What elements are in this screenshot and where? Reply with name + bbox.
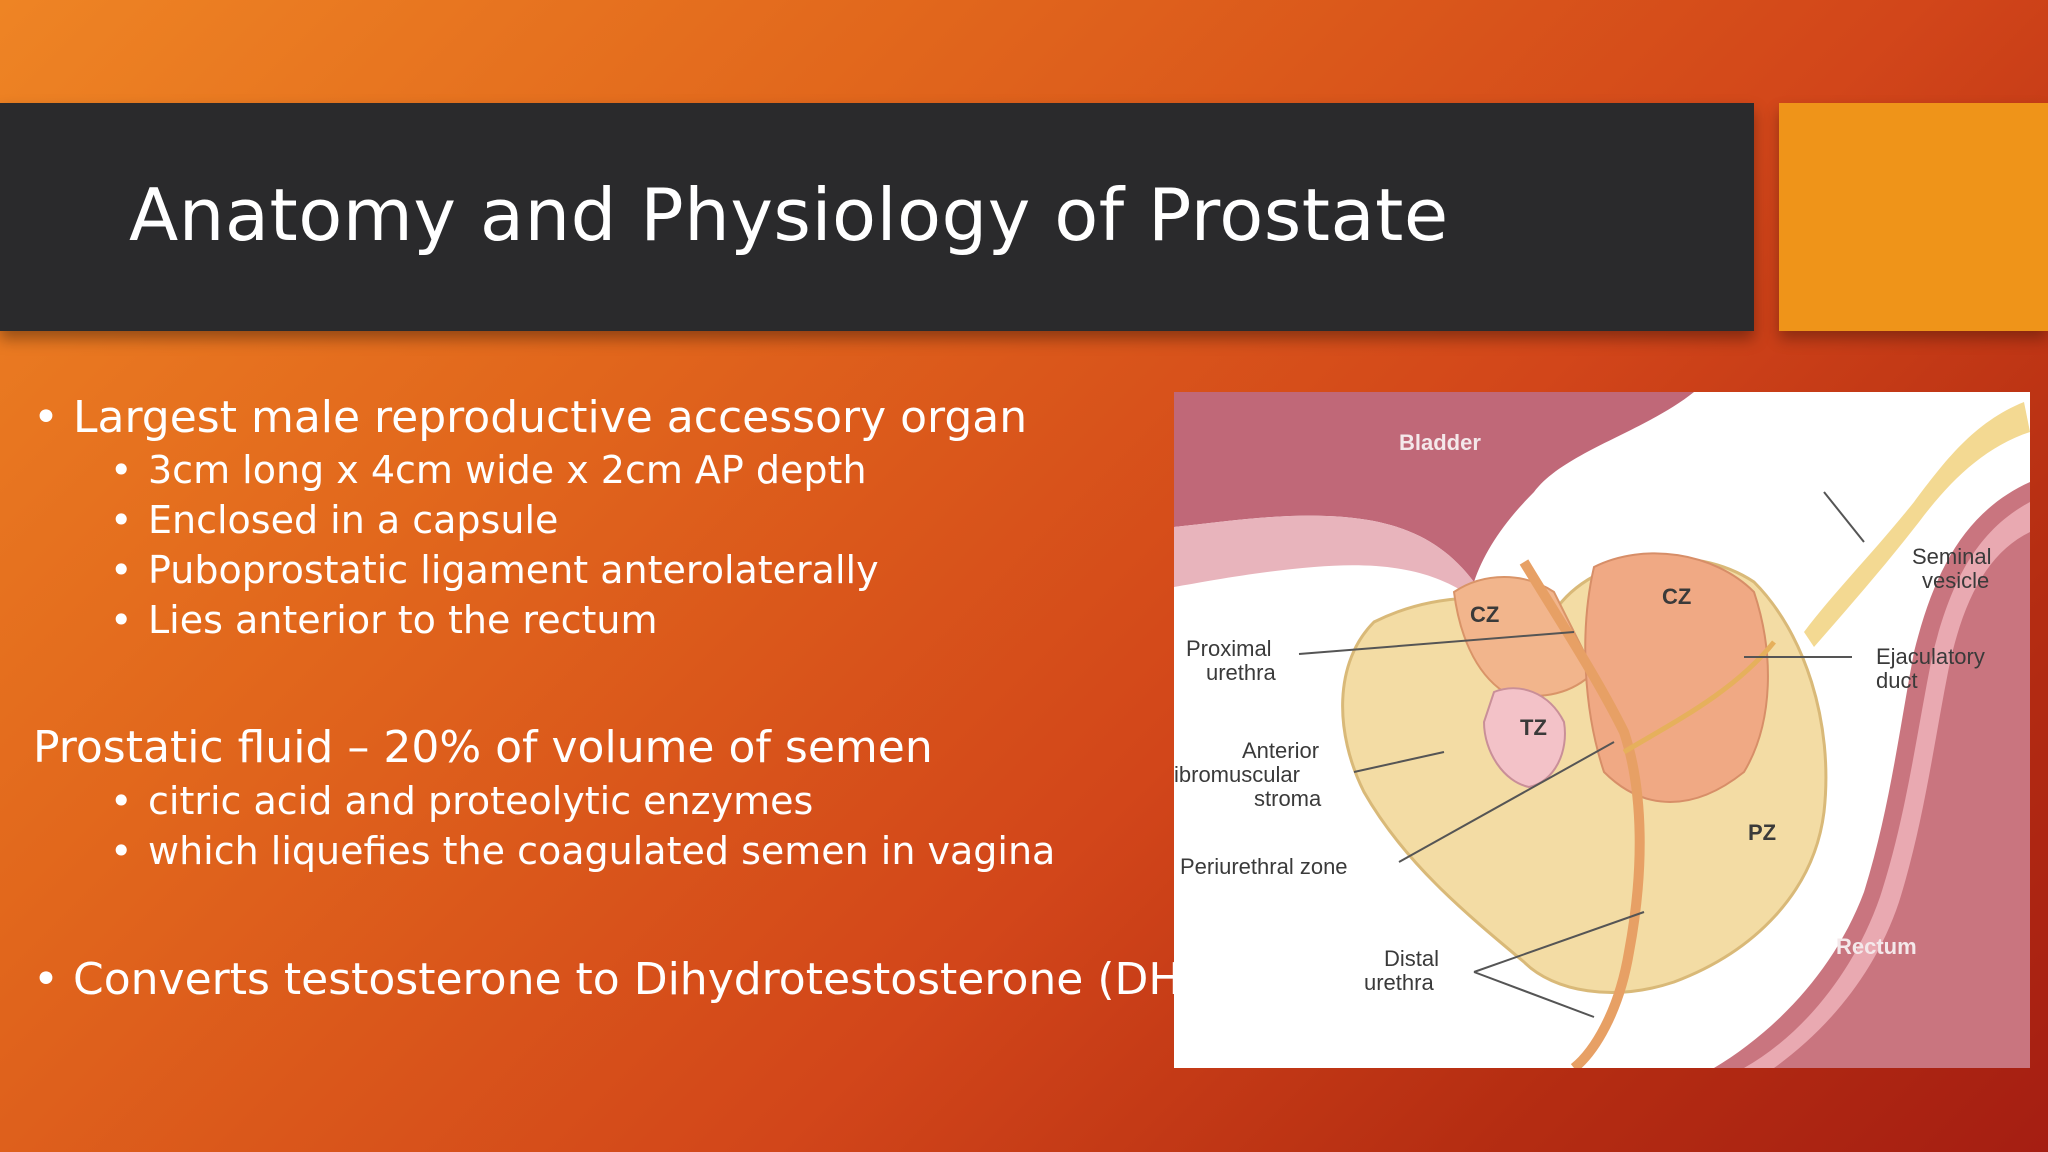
label-bladder: Bladder bbox=[1399, 430, 1481, 455]
sub-bullet-item: • Puboprostatic ligament anterolaterally bbox=[110, 548, 879, 592]
label-anterior-stroma: Anterior bbox=[1242, 738, 1319, 763]
label-seminal-vesicle: Seminal bbox=[1912, 544, 1991, 569]
label-distal-urethra-2: urethra bbox=[1364, 970, 1434, 995]
bladder-shape bbox=[1174, 392, 1694, 582]
bullet-item: • Largest male reproductive accessory org… bbox=[33, 392, 1027, 443]
bullet-marker: • bbox=[110, 548, 133, 592]
ejaculatory-duct-shape bbox=[1622, 640, 1776, 755]
sub-bullet-text: Puboprostatic ligament anterolaterally bbox=[148, 548, 879, 592]
title-bar: Anatomy and Physiology of Prostate bbox=[0, 103, 1754, 331]
bullet-item: • Converts testosterone to Dihydrotestost… bbox=[33, 954, 1240, 1005]
seminal-vesicle-shape bbox=[1804, 402, 2030, 647]
label-proximal-urethra: Proximal bbox=[1186, 636, 1272, 661]
sub-bullet-text: 3cm long x 4cm wide x 2cm AP depth bbox=[148, 448, 867, 492]
label-anterior-stroma-3: stroma bbox=[1254, 786, 1322, 811]
sub-bullet-text: Enclosed in a capsule bbox=[148, 498, 559, 542]
label-seminal-vesicle-2: vesicle bbox=[1922, 568, 1989, 593]
leader-lines bbox=[1298, 491, 1865, 1018]
bullet-marker: • bbox=[110, 829, 133, 873]
bullet-text: Largest male reproductive accessory orga… bbox=[73, 392, 1028, 443]
bullet-marker: • bbox=[33, 954, 59, 1005]
bladder-wall-shape bbox=[1174, 515, 1474, 592]
label-pz: PZ bbox=[1748, 820, 1776, 845]
label-anterior-stroma-2: ibromuscular bbox=[1174, 762, 1300, 787]
urethra-shape bbox=[1519, 559, 1645, 1068]
sub-bullet-item: • citric acid and proteolytic enzymes bbox=[110, 779, 813, 823]
label-periurethral-zone: Periurethral zone bbox=[1180, 854, 1348, 879]
label-cz-left: CZ bbox=[1470, 602, 1499, 627]
sub-bullet-item: • Enclosed in a capsule bbox=[110, 498, 558, 542]
sub-bullet-item: • which liquefies the coagulated semen in… bbox=[110, 829, 1055, 873]
sub-bullet-text: which liquefies the coagulated semen in … bbox=[148, 829, 1056, 873]
transition-zone-shape bbox=[1482, 687, 1566, 789]
sub-bullet-item: • 3cm long x 4cm wide x 2cm AP depth bbox=[110, 448, 867, 492]
bullet-marker: • bbox=[110, 598, 133, 642]
label-ejaculatory-duct: Ejaculatory bbox=[1876, 644, 1985, 669]
label-ejaculatory-duct-2: duct bbox=[1876, 668, 1918, 693]
sub-bullet-text: citric acid and proteolytic enzymes bbox=[148, 779, 814, 823]
bullet-marker: • bbox=[110, 448, 133, 492]
bullet-marker: • bbox=[33, 392, 59, 443]
label-rectum: Rectum bbox=[1836, 934, 1917, 959]
label-tz: TZ bbox=[1520, 715, 1547, 740]
prostate-anatomy-diagram: Bladder Seminal vesicle CZ CZ Proximal u… bbox=[1174, 392, 2030, 1068]
slide-title: Anatomy and Physiology of Prostate bbox=[129, 173, 1449, 257]
label-cz-right: CZ bbox=[1662, 584, 1691, 609]
bullet-marker: • bbox=[110, 498, 133, 542]
bullet-marker: • bbox=[110, 779, 133, 823]
label-distal-urethra: Distal bbox=[1384, 946, 1439, 971]
label-proximal-urethra-2: urethra bbox=[1206, 660, 1276, 685]
sub-bullet-item: • Lies anterior to the rectum bbox=[110, 598, 658, 642]
sub-bullet-text: Lies anterior to the rectum bbox=[148, 598, 658, 642]
prostate-anatomy-illustration: Bladder Seminal vesicle CZ CZ Proximal u… bbox=[1174, 392, 2030, 1068]
section-heading: Prostatic fluid – 20% of volume of semen bbox=[33, 722, 933, 773]
bullet-text: Converts testosterone to Dihydrotestoste… bbox=[73, 954, 1240, 1005]
accent-block bbox=[1779, 103, 2048, 331]
